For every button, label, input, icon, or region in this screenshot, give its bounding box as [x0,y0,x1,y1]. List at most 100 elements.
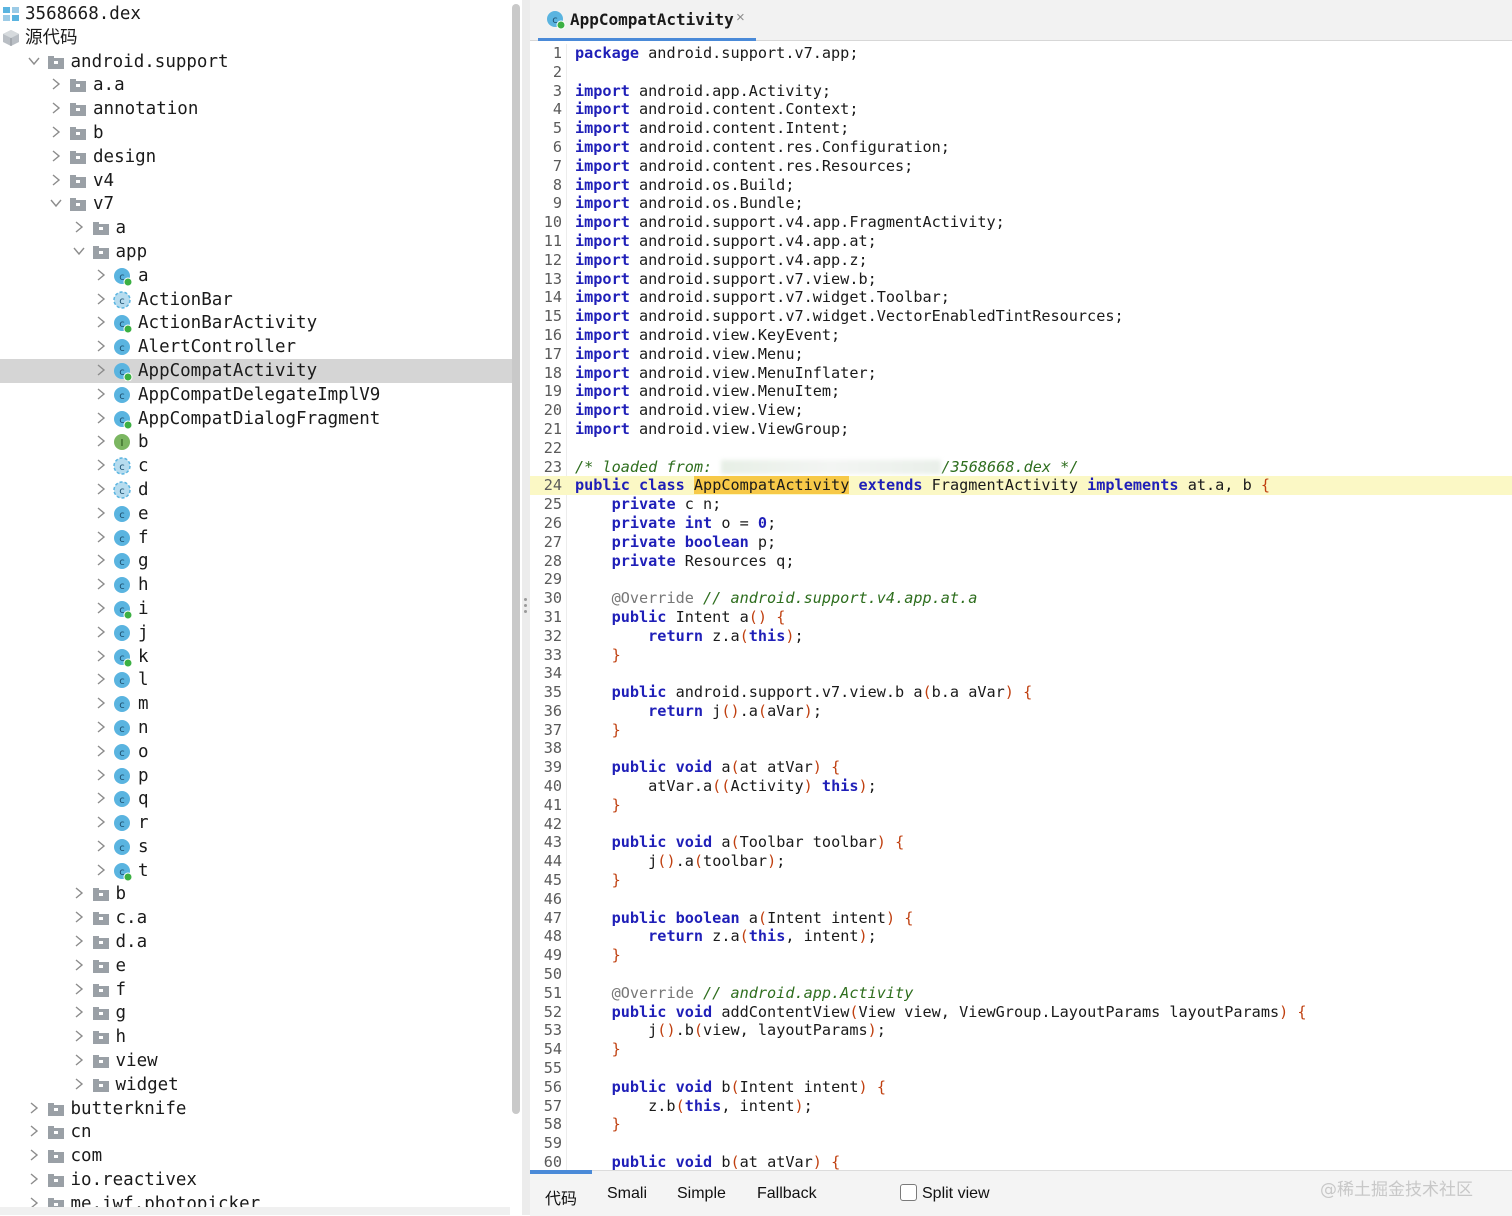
chevron-right-icon[interactable] [72,910,86,924]
chevron-right-icon[interactable] [49,101,63,115]
tree-item[interactable]: annotation [0,97,512,121]
chevron-right-icon[interactable] [27,1148,41,1162]
tree-item[interactable]: b [0,882,512,906]
chevron-right-icon[interactable] [94,315,108,329]
tree-item[interactable]: io.reactivex [0,1168,512,1192]
tree-item[interactable]: app [0,240,512,264]
chevron-right-icon[interactable] [72,934,86,948]
tree-item[interactable]: v4 [0,169,512,193]
tree-vertical-scrollbar[interactable] [512,4,520,1114]
tree-item[interactable]: g [0,1001,512,1025]
tree-item[interactable]: d.a [0,930,512,954]
chevron-right-icon[interactable] [94,696,108,710]
chevron-right-icon[interactable] [94,625,108,639]
tab-code[interactable]: 代码 [545,1189,578,1208]
chevron-right-icon[interactable] [94,649,108,663]
tree-item[interactable]: design [0,145,512,169]
editor-horizontal-scrollbar[interactable] [530,1170,592,1174]
chevron-right-icon[interactable] [49,149,63,163]
chevron-right-icon[interactable] [72,1077,86,1091]
chevron-right-icon[interactable] [49,173,63,187]
tree-item[interactable]: view [0,1049,512,1073]
tab-simple[interactable]: Simple [677,1185,726,1202]
chevron-right-icon[interactable] [27,1172,41,1186]
tab-appcompatactivity[interactable]: c AppCompatActivity × [538,0,756,41]
chevron-right-icon[interactable] [94,672,108,686]
tree-item[interactable]: android.support [0,50,512,74]
chevron-right-icon[interactable] [94,292,108,306]
chevron-right-icon[interactable] [72,1005,86,1019]
chevron-right-icon[interactable] [72,1053,86,1067]
chevron-right-icon[interactable] [94,768,108,782]
tree-item[interactable]: f [0,978,512,1002]
tab-fallback[interactable]: Fallback [757,1185,817,1202]
chevron-right-icon[interactable] [94,577,108,591]
chevron-right-icon[interactable] [94,363,108,377]
tree-item[interactable]: h [0,1025,512,1049]
chevron-right-icon[interactable] [94,601,108,615]
chevron-right-icon[interactable] [94,553,108,567]
chevron-right-icon[interactable] [94,387,108,401]
chevron-down-icon[interactable] [49,196,63,210]
chevron-right-icon[interactable] [94,791,108,805]
tree-item[interactable]: cn [0,1120,512,1144]
chevron-right-icon[interactable] [72,220,86,234]
chevron-right-icon[interactable] [27,1196,41,1210]
tree-item[interactable]: a [0,216,512,240]
chevron-right-icon[interactable] [27,1101,41,1115]
chevron-right-icon[interactable] [72,982,86,996]
tree-horizontal-scrollbar[interactable] [0,1207,510,1215]
tree-item[interactable]: widget [0,1073,512,1097]
chevron-right-icon[interactable] [27,1124,41,1138]
chevron-right-icon[interactable] [94,744,108,758]
tree-item[interactable]: a.a [0,73,512,97]
tree-item[interactable]: com [0,1144,512,1168]
chevron-right-icon[interactable] [72,1029,86,1043]
chevron-right-icon[interactable] [94,720,108,734]
chevron-right-icon[interactable] [94,482,108,496]
tree-item[interactable]: b [0,121,512,145]
chevron-right-icon[interactable] [94,863,108,877]
tree-item[interactable]: e [0,954,512,978]
chevron-right-icon[interactable] [94,815,108,829]
chevron-right-icon[interactable] [49,125,63,139]
chevron-right-icon[interactable] [72,886,86,900]
tab-smali[interactable]: Smali [607,1185,648,1202]
chevron-right-icon[interactable] [94,839,108,853]
chevron-right-icon[interactable] [94,411,108,425]
chevron-right-icon[interactable] [94,434,108,448]
chevron-right-icon[interactable] [94,530,108,544]
chevron-right-icon[interactable] [94,339,108,353]
chevron-right-icon[interactable] [94,506,108,520]
split-view-label[interactable]: Split view [922,1185,990,1202]
tree-item[interactable]: v7 [0,192,512,216]
tree-item[interactable]: butterknife [0,1097,512,1121]
tree-item[interactable]: 源代码 [0,26,512,50]
